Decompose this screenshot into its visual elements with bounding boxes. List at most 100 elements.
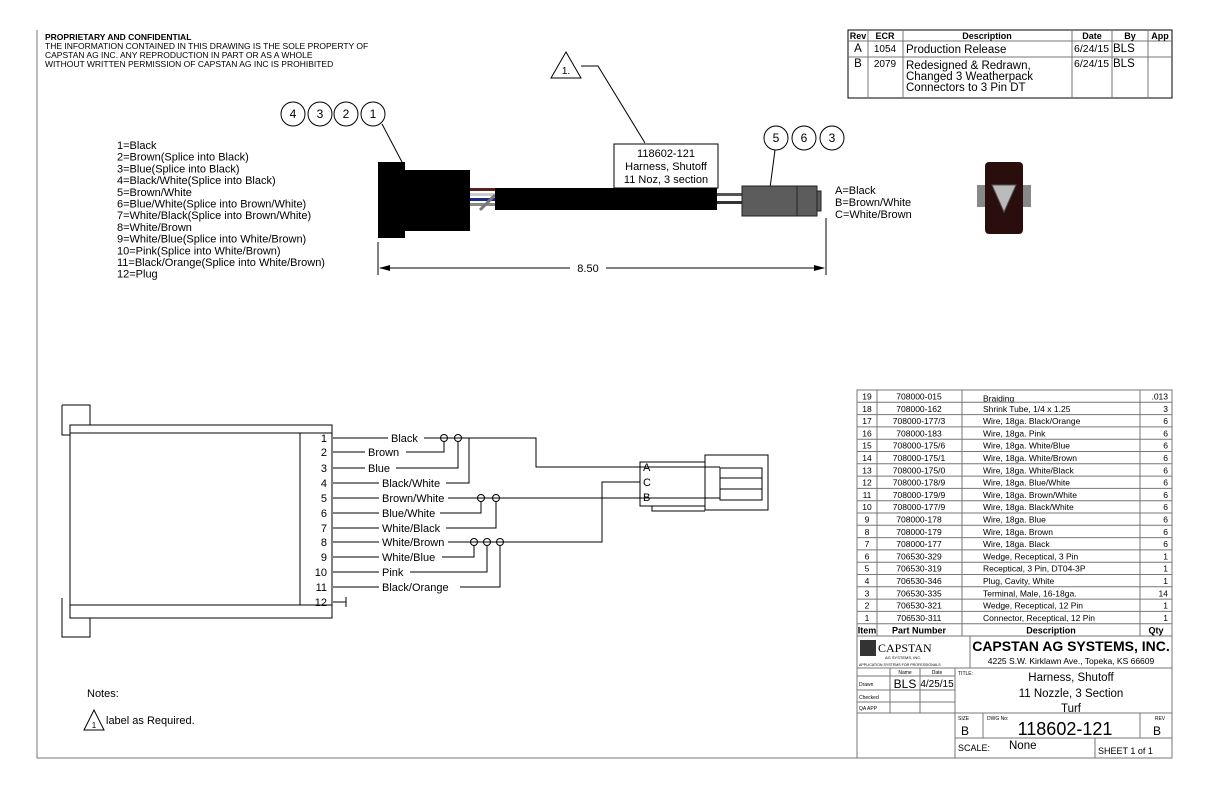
12-pin-connector: [378, 162, 470, 238]
pin-legend-item: 3=Blue(Splice into Black): [117, 163, 240, 175]
bom-part-number: 708000-178/9: [893, 478, 946, 488]
wire: [440, 498, 482, 514]
revision-table: Rev ECR Description Date By App A 1054 P…: [847, 29, 1173, 99]
bom-qty: .013: [1151, 392, 1168, 402]
bom-item: 8: [865, 527, 870, 537]
pin-number: 4: [321, 478, 327, 490]
bom-part-number: 708000-177/9: [893, 502, 946, 512]
wire: [406, 438, 445, 453]
notice-line: WITHOUT WRITTEN PERMISSION OF CAPSTAN AG…: [45, 59, 333, 69]
bom-description: Wire, 18ga. Brown: [983, 527, 1053, 537]
pin-number: 3: [321, 463, 327, 475]
rev-value: A: [854, 43, 862, 55]
wire: [410, 542, 488, 573]
bom-part-number: 706530-321: [896, 601, 942, 611]
dt-pin-label: C: [643, 477, 651, 489]
bom-part-number: 708000-179/9: [893, 490, 946, 500]
wire: [460, 542, 501, 588]
harness-name: Harness, Shutoff: [625, 161, 708, 173]
wire-label: Black/White: [382, 478, 440, 490]
bom-item: 3: [865, 588, 870, 598]
bom-header: Qty: [1148, 626, 1163, 636]
bom-description: Wire, 18ga. Blue: [983, 515, 1046, 525]
pin-number: 5: [321, 493, 327, 505]
bom-part-number: 708000-175/6: [893, 441, 946, 451]
note-item: label as Required.: [106, 715, 195, 727]
12-pin-connector-body: [69, 424, 333, 619]
bom-description: Wire, 18ga. Black/White: [983, 502, 1074, 512]
rev-value: B: [854, 58, 862, 70]
wiring-schematic: 123456789101112BlackBrownBlueBlack/White…: [61, 404, 769, 638]
rev-description: Changed 3 Weatherpack: [906, 71, 1033, 83]
rev-by: BLS: [1113, 58, 1135, 70]
bom-part-number: 708000-178: [896, 515, 942, 525]
bom-header: Item: [858, 626, 877, 636]
bom-qty: 6: [1163, 478, 1168, 488]
bom-qty: 6: [1163, 502, 1168, 512]
drawing-title: Harness, Shutoff: [1028, 672, 1114, 684]
bom-item: 19: [862, 392, 872, 402]
harness-desc: 11 Noz, 3 section: [624, 174, 708, 186]
bom-qty: 6: [1163, 515, 1168, 525]
connector-outline: [61, 404, 91, 638]
bom-item: 5: [865, 564, 870, 574]
length-dimension: 8.50: [377, 218, 827, 275]
sheet-border: [36, 30, 857, 759]
wire-label: White/Brown: [382, 537, 444, 549]
drawn-date: 4/25/15: [920, 679, 954, 690]
wire-label: Brown: [368, 447, 399, 459]
bom-qty: 6: [1163, 453, 1168, 463]
harness-part-number: 118602-121: [637, 148, 695, 160]
rev-description: Redesigned & Redrawn,: [906, 60, 1031, 72]
bom-qty: 1: [1163, 564, 1168, 574]
bom-description: Wire, 18ga. Blue/White: [983, 478, 1070, 488]
sheet-number: SHEET 1 of 1: [1098, 746, 1153, 756]
bom-description: Braiding: [983, 394, 1014, 404]
wire-label: Brown/White: [382, 493, 444, 505]
bom-item: 4: [865, 576, 870, 586]
date-label: Date: [932, 670, 943, 676]
balloon: 1: [370, 107, 377, 121]
drawing-number: 118602-121: [1018, 719, 1113, 739]
dt-legend: A=Black B=Brown/White C=White/Brown: [835, 185, 912, 221]
pin-legend-item: 6=Blue/White(Splice into Brown/White): [117, 199, 306, 211]
bom-qty: 6: [1163, 490, 1168, 500]
bom-item: 2: [865, 601, 870, 611]
bom-qty: 1: [1163, 576, 1168, 586]
bom-item: 11: [863, 490, 872, 500]
ecr-value: 1054: [874, 44, 897, 55]
trunk-wire-c: [448, 481, 640, 543]
bom-qty: 6: [1163, 527, 1168, 537]
company-name: CAPSTAN AG SYSTEMS, INC.: [972, 638, 1170, 654]
bom-description: Receptical, 3 Pin, DT04-3P: [983, 564, 1086, 574]
pin-number: 10: [315, 567, 327, 579]
logo-name: CAPSTAN: [878, 641, 932, 655]
notice-line: CAPSTAN AG INC. ANY REPRODUCTION IN PART…: [45, 50, 313, 60]
bom-qty: 1: [1163, 551, 1168, 561]
bom-part-number: 706530-335: [896, 588, 942, 598]
notes: Notes: 1 label as Required.: [83, 688, 195, 731]
bom-qty: 14: [1159, 588, 1169, 598]
dt-pin-label: B: [643, 492, 650, 504]
pin-number: 9: [321, 552, 327, 564]
dt-pin-label: A: [643, 462, 651, 474]
bom-qty: 6: [1163, 428, 1168, 438]
pin-number: 2: [321, 447, 327, 459]
notice-title: PROPRIETARY AND CONFIDENTIAL: [45, 32, 191, 42]
balloon: 5: [773, 131, 780, 145]
bom-part-number: 706530-329: [896, 551, 942, 561]
drawn-label: Drawn: [859, 682, 874, 688]
